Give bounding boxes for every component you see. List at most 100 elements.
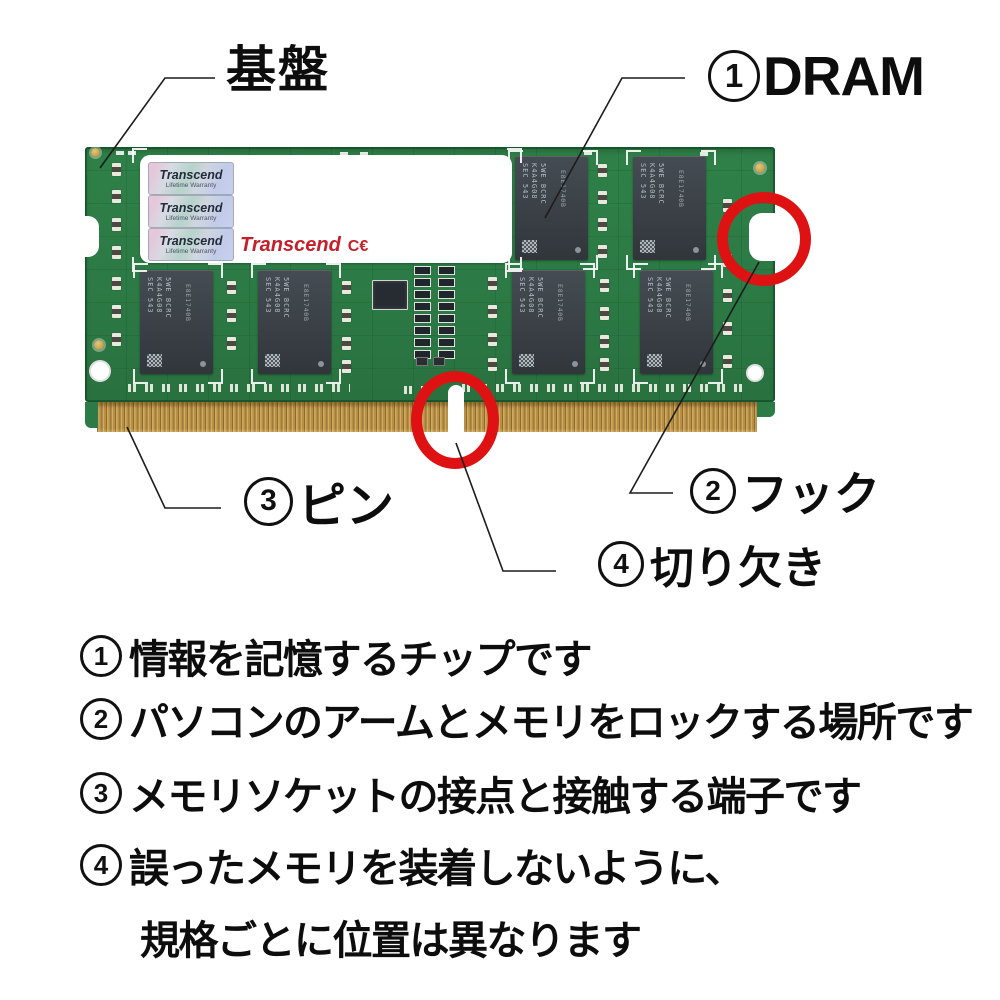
silkscreen-bracket — [251, 369, 266, 384]
silkscreen-dash — [116, 151, 124, 155]
mounting-hole — [746, 364, 764, 382]
smd-component — [342, 360, 351, 373]
board-label: 基盤 — [226, 42, 330, 98]
silkscreen-bracket — [505, 369, 520, 384]
chip-2d-barcode — [522, 240, 537, 253]
mounting-hole — [89, 360, 111, 382]
silkscreen-dash — [700, 152, 708, 156]
description-item: 1 情報を記憶するチップです — [80, 627, 593, 685]
silkscreen-bracket — [580, 263, 595, 278]
pad-grid-cell — [414, 338, 431, 347]
smd-component — [723, 199, 732, 212]
silkscreen-bracket — [507, 257, 522, 272]
smd-component — [488, 305, 497, 318]
description-item: 規格ごとに位置は異なります — [140, 908, 642, 966]
smd-component — [600, 335, 609, 348]
description-text: メモリソケットの接点と接触する端子です — [129, 775, 862, 819]
chip-lot-code: E8E1740B — [677, 170, 685, 208]
smd-component — [488, 358, 497, 371]
solder-pad-row — [462, 384, 744, 392]
silkscreen-bracket — [132, 148, 147, 163]
pad-grid-cell — [438, 350, 455, 359]
chip-lot-code: E8E1740B — [556, 284, 564, 322]
smd-component — [600, 358, 609, 371]
hook-label: 2 フック — [690, 458, 880, 524]
smd-component — [598, 218, 607, 231]
silkscreen-bracket — [208, 369, 223, 384]
hook-label-text: フック — [742, 468, 880, 520]
silkscreen-bracket — [701, 150, 716, 165]
silkscreen-bracket — [583, 150, 598, 165]
pad-grid-cell — [414, 266, 431, 275]
description-number: 2 — [80, 698, 122, 740]
smd-component — [600, 307, 609, 320]
pad-grid-cell — [414, 302, 431, 311]
chip-2d-barcode — [640, 240, 655, 253]
silkscreen-bracket — [208, 263, 223, 278]
silkscreen-bracket — [326, 263, 341, 278]
chip-lot-code: E8E1740B — [559, 170, 567, 208]
sticker-brand: Transcend — [159, 167, 223, 182]
smd-component — [112, 218, 121, 231]
silkscreen-bracket — [251, 263, 266, 278]
silkscreen-bracket — [633, 369, 648, 384]
pad-grid-cell — [414, 290, 431, 299]
gold-pad — [755, 163, 765, 173]
chip-pin1-dot — [700, 361, 706, 367]
smd-component — [598, 164, 607, 177]
pad-grid-cell — [438, 326, 455, 335]
silkscreen-bracket — [133, 263, 148, 278]
pad-grid-cell — [438, 278, 455, 287]
silkscreen-bracket — [505, 263, 520, 278]
description-text: 誤ったメモリを装着しないように、 — [129, 847, 745, 891]
smd-component — [112, 333, 121, 346]
smd-component — [723, 322, 732, 335]
chip-lot-code: E8E1740B — [684, 284, 692, 322]
gold-pad — [91, 148, 100, 157]
pad-grid-cell — [438, 314, 455, 323]
pad-grid-cell — [438, 338, 455, 347]
notch-label-number: 4 — [598, 541, 644, 587]
silkscreen-bracket — [708, 369, 723, 384]
chip-pin1-dot — [693, 247, 699, 253]
pad-grid-cell — [414, 326, 431, 335]
smd-component — [488, 277, 497, 290]
smd-component — [416, 357, 428, 366]
sticker-warranty-text: Lifetime Warranty — [165, 181, 217, 189]
silkscreen-bracket — [326, 369, 341, 384]
hook-highlight-circle — [717, 192, 811, 286]
pcb-left-tab — [85, 402, 98, 428]
silkscreen-bracket — [708, 263, 723, 278]
dram-label-text: DRAM — [763, 45, 925, 107]
pin-label-text: ピン — [298, 480, 395, 533]
chip-2d-barcode — [519, 354, 534, 367]
smd-component — [598, 245, 607, 258]
notch-label: 4 切り欠き — [598, 532, 826, 596]
spd-chip — [372, 280, 408, 310]
description-number: 1 — [80, 635, 122, 677]
pad-grid-cell — [438, 266, 455, 275]
silkscreen-bracket — [507, 148, 522, 163]
silkscreen-bracket — [583, 255, 598, 270]
silkscreen-bracket — [133, 369, 148, 384]
smd-component — [227, 281, 236, 294]
pcb-right-tab — [757, 402, 775, 417]
chip-2d-barcode — [265, 354, 280, 367]
chip-2d-barcode — [147, 354, 162, 367]
ce-mark: C€ — [347, 238, 369, 255]
sticker-brand: Transcend — [159, 200, 223, 215]
left-edge-notch — [85, 216, 99, 257]
description-number: 4 — [80, 844, 122, 886]
notch-highlight-circle — [411, 371, 499, 469]
solder-pad-row — [128, 384, 350, 392]
silkscreen-bracket — [633, 263, 648, 278]
silkscreen-bracket — [508, 150, 523, 165]
